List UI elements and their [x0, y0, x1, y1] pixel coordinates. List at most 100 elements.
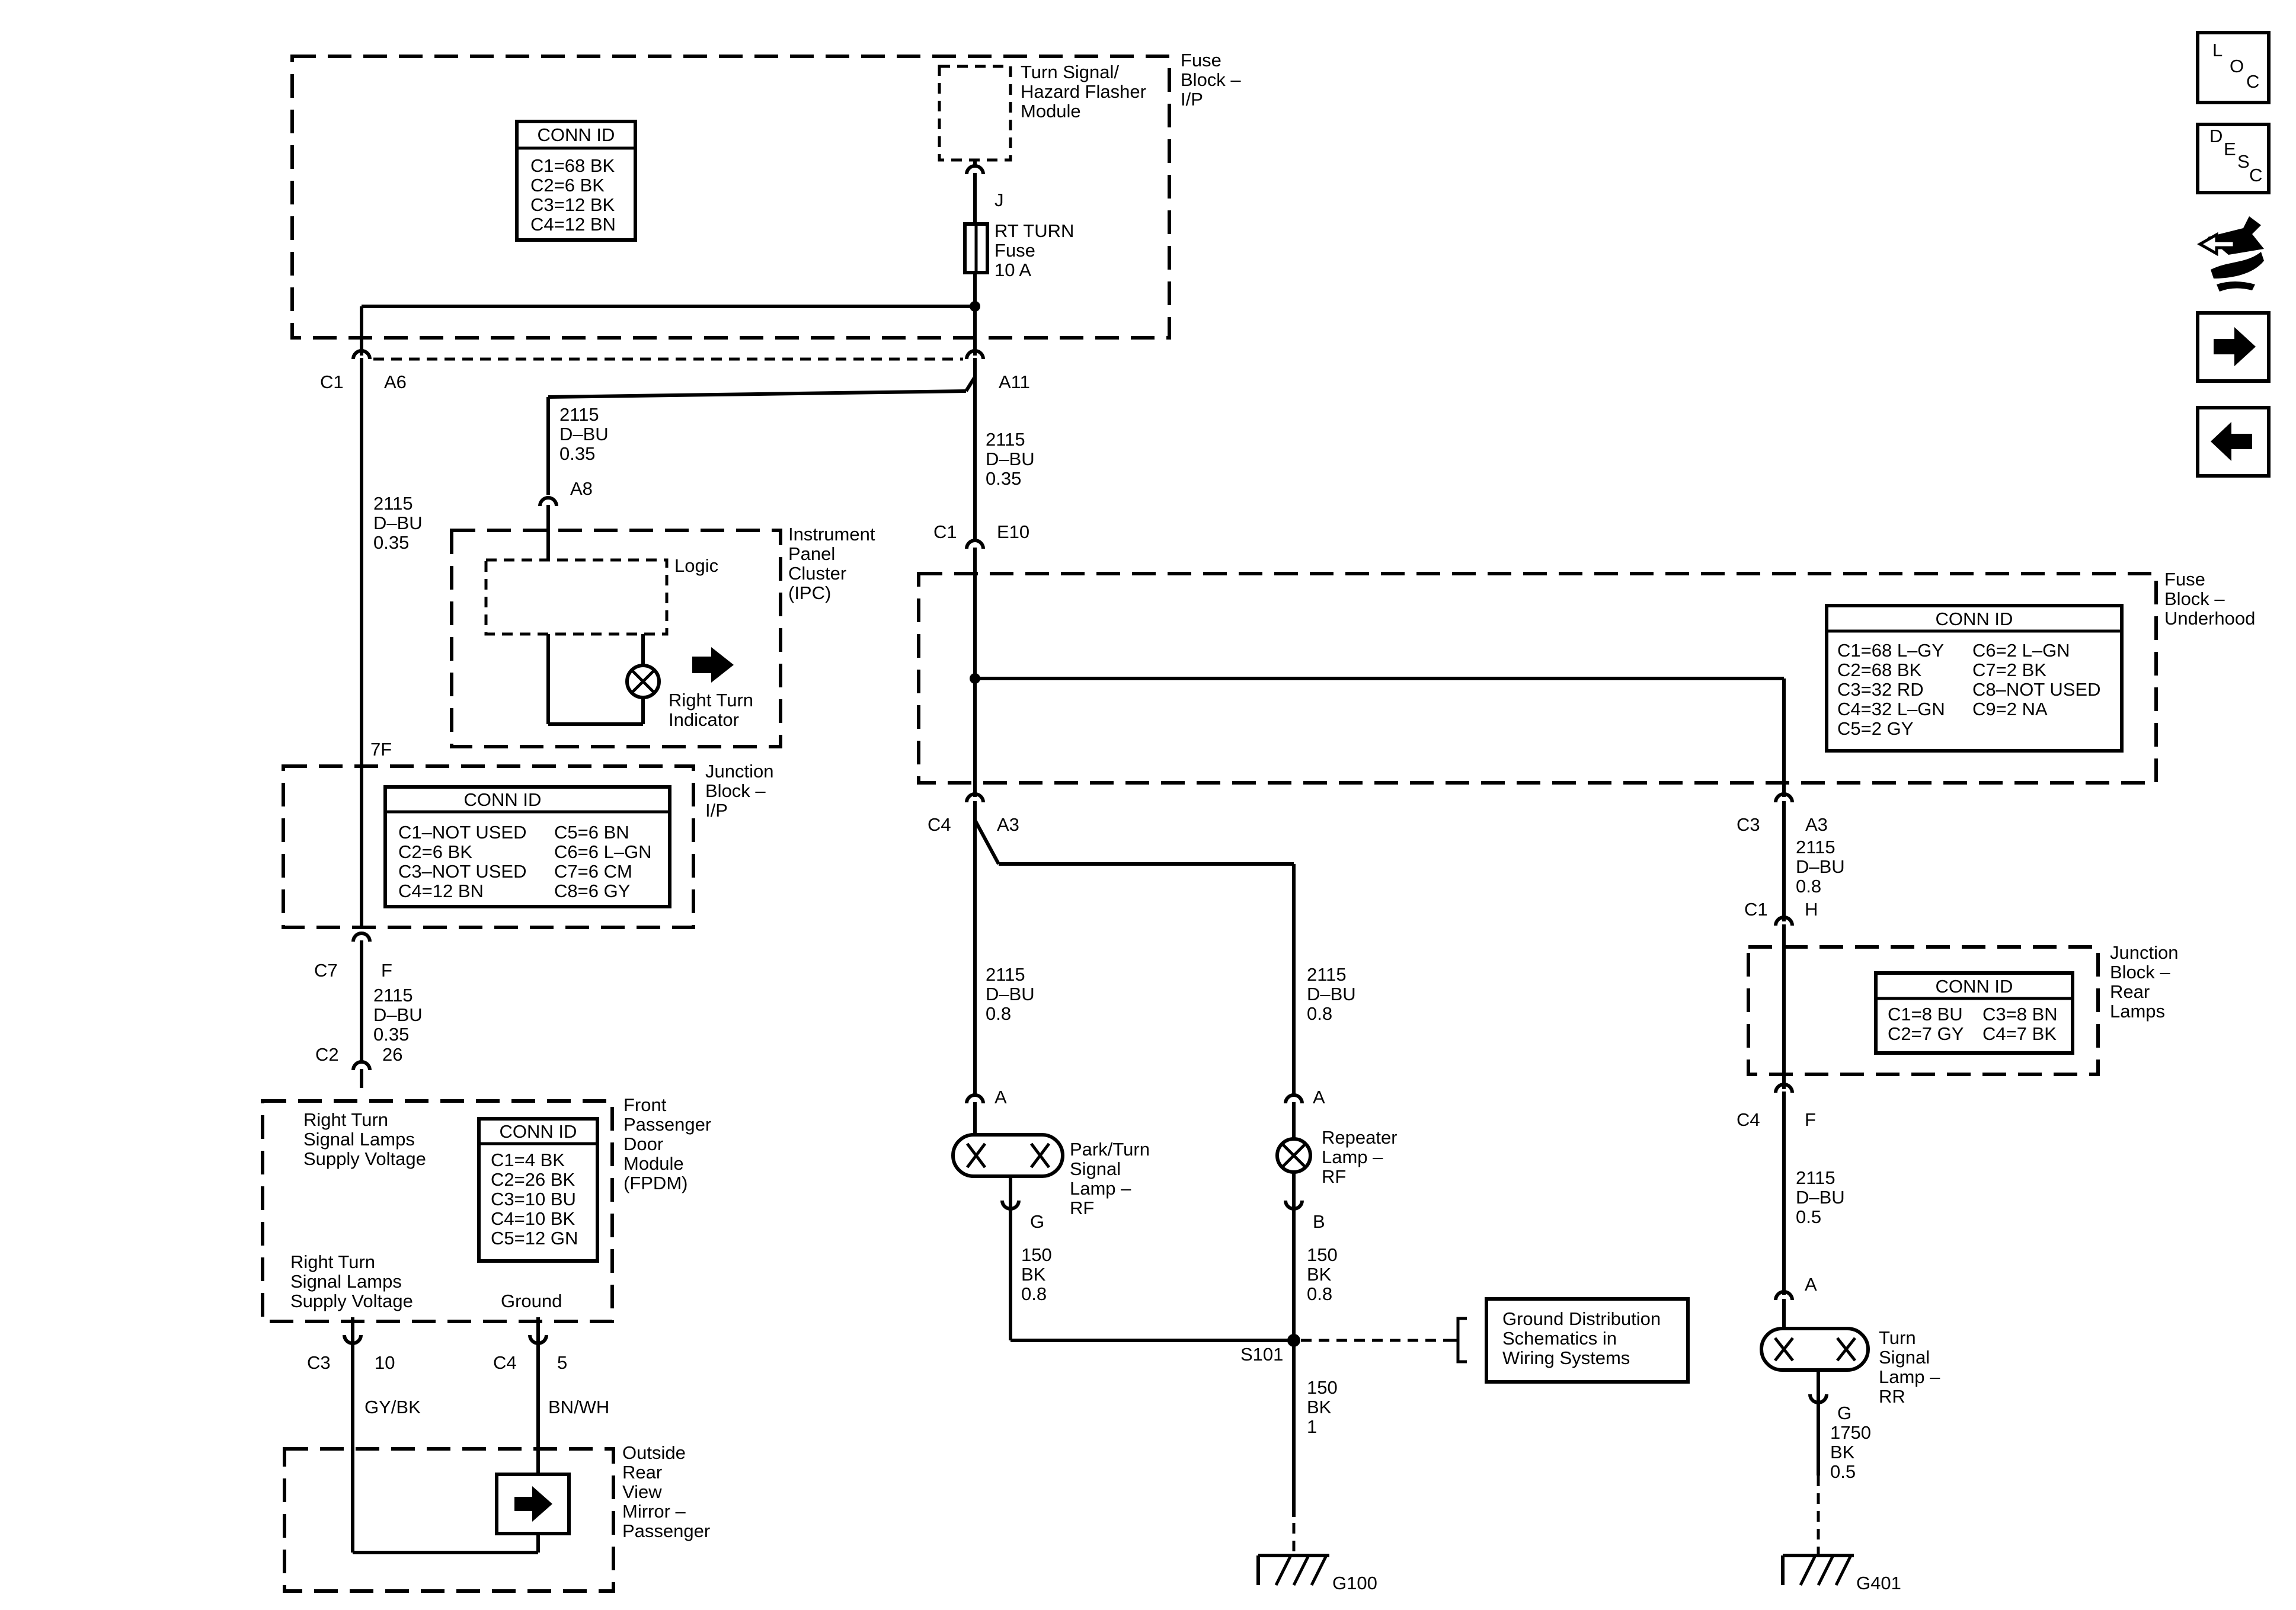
svg-text:C3–NOT USED: C3–NOT USED — [398, 861, 527, 882]
arrow-left-icon — [2211, 422, 2252, 461]
svg-text:C1=4 BK: C1=4 BK — [491, 1150, 565, 1170]
svg-text:C3=12 BK: C3=12 BK — [530, 194, 615, 215]
svg-text:C7=6 CM: C7=6 CM — [554, 861, 632, 882]
svg-text:C7: C7 — [314, 960, 338, 981]
svg-text:O: O — [2230, 56, 2244, 76]
svg-text:A11: A11 — [999, 372, 1030, 392]
conn-id-table: CONN ID C1=8 BU C2=7 GY C3=8 BN C4=7 BK — [1874, 971, 2074, 1055]
svg-text:C7=2 BK: C7=2 BK — [1972, 660, 2046, 680]
loc-button[interactable]: L O C — [2196, 31, 2271, 104]
lamp-bulb-icon — [1774, 1337, 1856, 1362]
desc-button[interactable]: D E S C — [2196, 123, 2271, 194]
lamp-bulb-icon — [1281, 1143, 1306, 1168]
svg-text:C9=2 NA: C9=2 NA — [1972, 699, 2048, 719]
back-button[interactable] — [2196, 406, 2271, 478]
svg-text:C3: C3 — [1737, 814, 1760, 835]
svg-text:10: 10 — [375, 1352, 395, 1373]
svg-text:G401: G401 — [1856, 1573, 1901, 1593]
svg-text:C1=68 BK: C1=68 BK — [530, 155, 615, 176]
connector-a8 — [540, 498, 557, 524]
svg-text:C4=12 BN: C4=12 BN — [398, 881, 484, 901]
ground-g401-icon — [1783, 1555, 1854, 1585]
splice-s101 — [1287, 1334, 1300, 1347]
next-button[interactable] — [2196, 311, 2271, 383]
svg-text:C4: C4 — [928, 814, 951, 835]
svg-text:F: F — [381, 960, 392, 981]
svg-text:C1–NOT USED: C1–NOT USED — [398, 822, 527, 843]
svg-text:BN/WH: BN/WH — [548, 1397, 609, 1417]
svg-text:H: H — [1805, 899, 1818, 920]
svg-text:26: 26 — [382, 1044, 402, 1065]
arrow-right-icon — [2214, 327, 2256, 366]
svg-text:B: B — [1313, 1211, 1325, 1232]
svg-text:A: A — [994, 1087, 1007, 1108]
svg-text:C1=8 BU: C1=8 BU — [1888, 1004, 1963, 1025]
svg-text:F: F — [1805, 1109, 1816, 1130]
svg-text:C2: C2 — [315, 1044, 339, 1065]
svg-text:C4=7 BK: C4=7 BK — [1982, 1023, 2057, 1044]
svg-text:Logic: Logic — [674, 555, 718, 576]
svg-text:C1: C1 — [933, 521, 957, 542]
svg-text:C1: C1 — [320, 372, 344, 392]
svg-text:J: J — [994, 190, 1004, 210]
svg-text:C3=8 BN: C3=8 BN — [1982, 1004, 2058, 1025]
svg-text:C5=2 GY: C5=2 GY — [1837, 718, 1913, 739]
svg-text:S: S — [2237, 151, 2250, 172]
svg-text:A3: A3 — [1805, 814, 1828, 835]
svg-text:C4=10 BK: C4=10 BK — [491, 1208, 575, 1229]
svg-text:C1: C1 — [1744, 899, 1768, 920]
svg-text:C2=26 BK: C2=26 BK — [491, 1169, 575, 1190]
connector-c1-e10 — [967, 540, 983, 566]
connector-wrench-icon — [2196, 216, 2264, 292]
svg-text:CONN ID: CONN ID — [1936, 976, 2013, 997]
svg-text:C4: C4 — [493, 1352, 517, 1373]
svg-text:C6=2 L–GN: C6=2 L–GN — [1972, 640, 2070, 661]
svg-text:C4: C4 — [1737, 1109, 1760, 1130]
svg-text:C4=32 L–GN: C4=32 L–GN — [1837, 699, 1945, 719]
svg-text:C2=6 BK: C2=6 BK — [530, 175, 605, 196]
svg-text:C: C — [2249, 165, 2262, 185]
svg-text:C5=6 BN: C5=6 BN — [554, 822, 629, 843]
svg-text:S101: S101 — [1240, 1344, 1283, 1365]
svg-text:CONN ID: CONN ID — [538, 124, 615, 145]
connector-c7-f — [353, 933, 370, 959]
connector-view-button[interactable] — [2196, 216, 2264, 292]
connector-c4-a3 — [967, 794, 983, 820]
connector-c3-a3 — [1776, 794, 1792, 820]
connector-j — [967, 166, 983, 192]
desc-icon: D — [2209, 126, 2223, 146]
svg-text:CONN ID: CONN ID — [500, 1121, 577, 1142]
svg-text:A: A — [1313, 1087, 1325, 1108]
svg-text:C6=6 L–GN: C6=6 L–GN — [554, 841, 652, 862]
svg-text:A6: A6 — [384, 372, 407, 392]
right-arrow-icon — [692, 647, 734, 683]
svg-text:C5=12 GN: C5=12 GN — [491, 1228, 578, 1249]
